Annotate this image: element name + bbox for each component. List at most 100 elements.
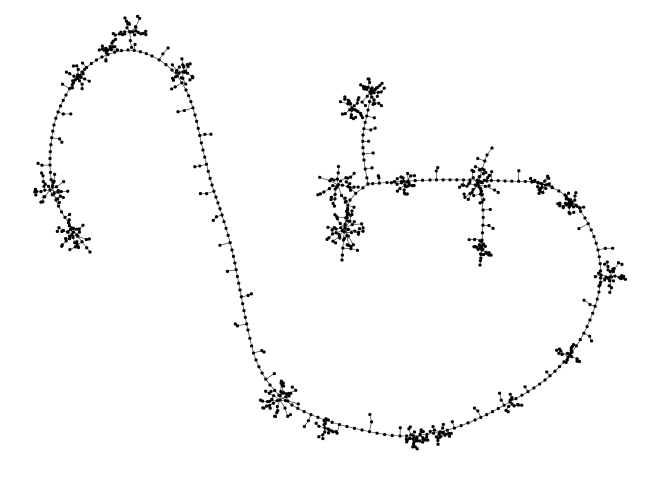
graph-node	[365, 176, 369, 180]
graph-node	[83, 67, 87, 71]
graph-node	[251, 351, 256, 355]
graph-node	[479, 415, 483, 419]
graph-node	[594, 241, 598, 245]
graph-node	[575, 204, 579, 208]
graph-node	[100, 44, 104, 48]
graph-node	[570, 202, 574, 206]
graph-node	[324, 417, 328, 421]
graph-node	[283, 406, 287, 410]
graph-node	[166, 46, 170, 50]
graph-node	[264, 389, 268, 393]
graph-node	[477, 175, 481, 179]
graph-node	[245, 322, 249, 326]
graph-node	[490, 170, 494, 174]
graph-node	[218, 243, 222, 247]
graph-node	[57, 226, 61, 230]
graph-node	[405, 192, 409, 196]
graph-node	[462, 192, 466, 196]
graph-node	[353, 115, 358, 119]
graph-node	[119, 30, 123, 34]
graph-node	[573, 194, 577, 198]
graph-node	[557, 347, 562, 351]
graph-node	[233, 261, 237, 265]
graph-node	[80, 82, 84, 86]
graph-node	[41, 179, 45, 184]
graph-node	[302, 410, 306, 414]
graph-node	[557, 189, 561, 193]
graph-node	[482, 242, 486, 246]
graph-node	[479, 252, 483, 256]
graph-node	[100, 55, 104, 59]
graph-node	[472, 169, 476, 174]
graph-node	[260, 348, 264, 353]
graph-node	[589, 339, 594, 343]
graph-node	[370, 166, 374, 170]
graph-node	[66, 221, 71, 225]
graph-node	[360, 222, 364, 226]
graph-node	[592, 234, 596, 239]
graph-node	[184, 82, 188, 86]
graph-node	[339, 193, 344, 198]
graph-node	[366, 108, 370, 112]
graph-node	[104, 50, 108, 54]
graph-node	[395, 189, 400, 193]
graph-node	[476, 183, 480, 187]
graph-node	[126, 48, 130, 52]
graph-node	[608, 269, 612, 274]
graph-node	[75, 76, 79, 81]
graph-node	[375, 431, 379, 435]
graph-node	[63, 215, 67, 220]
graph-node	[185, 71, 190, 75]
graph-node	[550, 185, 554, 189]
graph-node	[224, 226, 228, 230]
graph-node	[322, 419, 326, 423]
graph-node	[346, 219, 350, 223]
graph-node	[348, 198, 352, 202]
graph-node	[321, 433, 325, 437]
graph-node	[48, 156, 52, 161]
graph-node	[58, 104, 63, 108]
graph-node	[556, 202, 560, 206]
graph-node	[48, 170, 53, 175]
graph-node	[379, 90, 383, 94]
graph-node	[349, 175, 353, 179]
graph-node	[541, 191, 545, 195]
graph-node	[564, 197, 568, 201]
graph-node	[547, 182, 551, 186]
graph-node	[336, 171, 340, 175]
graph-node	[482, 197, 486, 202]
graph-node	[257, 365, 261, 369]
graph-node	[115, 48, 120, 52]
graph-node	[373, 126, 377, 130]
graph-node	[365, 94, 369, 98]
graph-node	[404, 185, 408, 189]
graph-node	[79, 75, 83, 79]
graph-node	[428, 178, 432, 182]
graph-node	[36, 161, 40, 165]
graph-node	[612, 267, 616, 271]
graph-node	[144, 33, 148, 37]
graph-node	[371, 102, 375, 106]
graph-node	[61, 195, 65, 200]
graph-node	[395, 177, 399, 181]
graph-node	[352, 426, 357, 430]
graph-node	[333, 213, 337, 217]
graph-node	[487, 251, 491, 255]
graph-node	[436, 166, 440, 170]
graph-node	[340, 253, 344, 257]
graph-node	[135, 14, 140, 18]
graph-node	[246, 293, 250, 298]
graph-node	[574, 344, 578, 348]
graph-node	[164, 62, 168, 67]
graph-node	[314, 421, 318, 425]
graph-node	[198, 164, 202, 168]
graph-node	[87, 79, 91, 83]
graph-node	[569, 351, 573, 355]
graph-node	[209, 132, 213, 136]
graph-node	[113, 50, 117, 54]
graph-node	[548, 374, 552, 378]
graph-node	[188, 78, 192, 82]
graph-node	[349, 113, 353, 117]
graph-node	[318, 175, 322, 179]
graph-node	[265, 400, 270, 404]
